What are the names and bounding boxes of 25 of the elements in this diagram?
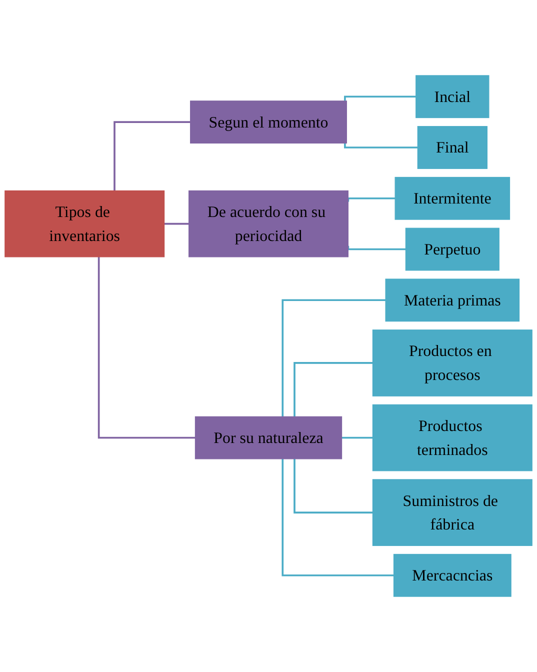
node-box: Productos en procesos (372, 330, 532, 396)
connector (344, 143, 418, 148)
connector (347, 246, 406, 250)
node-box: Intermitente (394, 176, 510, 220)
node-box: Incial (416, 75, 490, 118)
node-box: Por su naturaleza (194, 416, 342, 460)
node-box: Final (417, 126, 488, 169)
connector (282, 458, 394, 576)
connector (98, 256, 196, 439)
connector (340, 436, 373, 439)
connector (294, 362, 373, 417)
connector (114, 121, 190, 191)
node-box: Perpetuo (405, 228, 500, 271)
connector (282, 299, 386, 417)
node-box: Suministros de fábrica (372, 479, 532, 546)
node-box: De acuerdo con su periocidad (188, 190, 348, 258)
node-box: Tipos de inventarios (4, 190, 165, 258)
connector (294, 458, 373, 514)
connector (163, 222, 189, 225)
node-box: Productos terminados (372, 404, 532, 472)
connector (347, 197, 396, 202)
node-box: Materia primas (385, 278, 520, 322)
node-box: Mercacncias (393, 554, 512, 597)
node-box: Segun el momento (190, 100, 347, 144)
connector (344, 96, 416, 101)
